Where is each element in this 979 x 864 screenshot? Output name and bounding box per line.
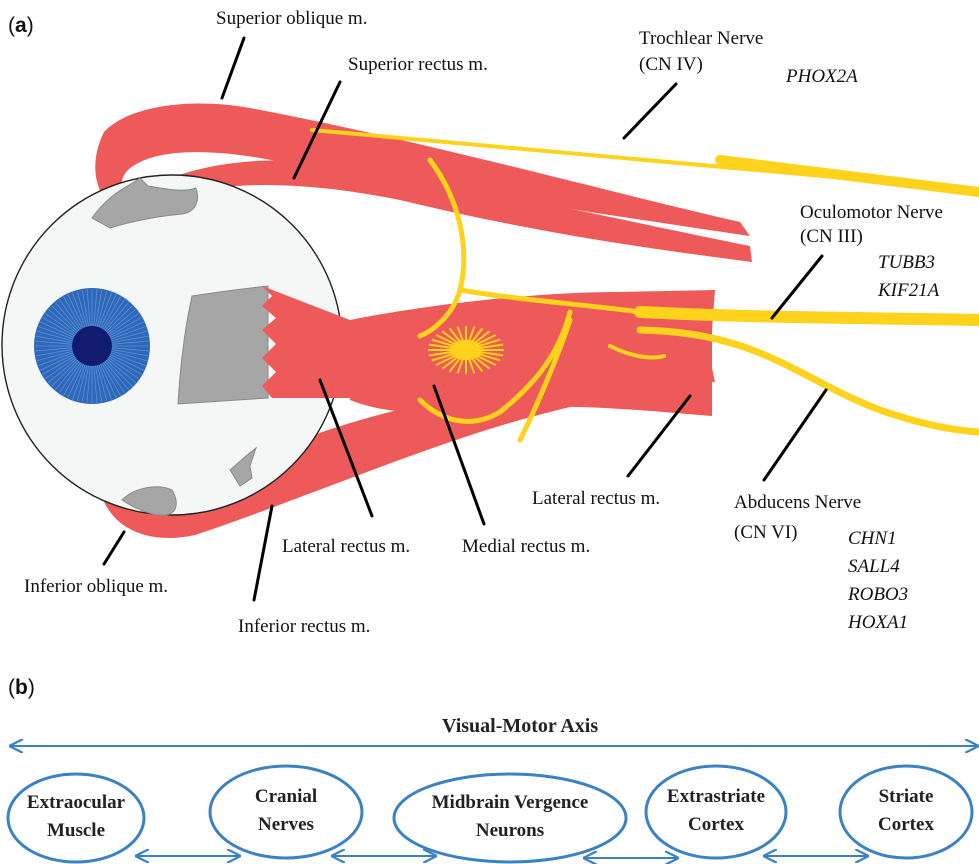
ganglion-core bbox=[450, 340, 482, 360]
node-extrastriate-line1: Extrastriate bbox=[667, 786, 765, 807]
axis-title: Visual-Motor Axis bbox=[442, 715, 598, 737]
leader-trochlear bbox=[624, 84, 676, 138]
node-extraocular-line1: Extraocular bbox=[27, 792, 126, 813]
oculomotor-nerve bbox=[640, 312, 979, 320]
node-extrastriate-cortex: Extrastriate Cortex bbox=[646, 766, 786, 858]
leader-inferior-oblique bbox=[104, 532, 124, 564]
node-cranial-nerves: Cranial Nerves bbox=[210, 766, 362, 858]
label-oculomotor-line2: (CN III) bbox=[800, 226, 863, 247]
label-medial-rectus: Medial rectus m. bbox=[462, 536, 590, 557]
panel-a-label: (a) bbox=[8, 14, 34, 37]
label-trochlear-line2: (CN IV) bbox=[639, 54, 703, 75]
label-lateral-rectus: Lateral rectus m. bbox=[282, 536, 410, 557]
label-lateral-rectus-right: Lateral rectus m. bbox=[532, 488, 660, 509]
gene-kif21a: KIF21A bbox=[877, 280, 940, 301]
leader-superior-oblique bbox=[222, 38, 244, 98]
panel-b: (b) Visual-Motor Axis Extraocular Muscle… bbox=[8, 676, 976, 862]
node-cranial-line1: Cranial bbox=[255, 786, 317, 807]
label-superior-oblique: Superior oblique m. bbox=[216, 8, 367, 29]
label-trochlear-line1: Trochlear Nerve bbox=[639, 28, 763, 49]
node-striate-line2: Cortex bbox=[878, 814, 934, 835]
node-extraocular-muscle: Extraocular Muscle bbox=[8, 774, 144, 862]
label-superior-rectus: Superior rectus m. bbox=[348, 54, 488, 75]
node-cranial-line2: Nerves bbox=[258, 814, 314, 835]
leader-inferior-rectus bbox=[254, 506, 272, 600]
label-oculomotor-line1: Oculomotor Nerve bbox=[800, 202, 943, 223]
label-inferior-rectus: Inferior rectus m. bbox=[238, 616, 370, 637]
leader-abducens bbox=[764, 390, 826, 480]
gene-chn1: CHN1 bbox=[848, 528, 897, 549]
label-inferior-oblique: Inferior oblique m. bbox=[24, 576, 168, 597]
gene-robo3: ROBO3 bbox=[847, 584, 908, 605]
node-midbrain-vergence-neurons: Midbrain Vergence Neurons bbox=[394, 774, 626, 862]
gene-sall4: SALL4 bbox=[848, 556, 900, 577]
pupil bbox=[72, 326, 112, 366]
panel-a: (a) bbox=[2, 8, 979, 637]
node-midbrain-line1: Midbrain Vergence bbox=[432, 792, 589, 813]
label-abducens-line1: Abducens Nerve bbox=[734, 492, 861, 513]
panel-b-label: (b) bbox=[8, 676, 35, 699]
gene-hoxa1: HOXA1 bbox=[847, 612, 908, 633]
gene-phox2a: PHOX2A bbox=[785, 66, 858, 87]
node-striate-line1: Striate bbox=[879, 786, 934, 807]
node-striate-cortex: Striate Cortex bbox=[840, 766, 972, 858]
node-midbrain-line2: Neurons bbox=[476, 820, 544, 841]
gene-tubb3: TUBB3 bbox=[878, 252, 935, 273]
leader-oculomotor bbox=[772, 256, 822, 318]
node-extraocular-line2: Muscle bbox=[47, 820, 105, 841]
node-extrastriate-line2: Cortex bbox=[688, 814, 744, 835]
label-abducens-line2: (CN VI) bbox=[734, 522, 798, 543]
lateral-rectus-tendon bbox=[178, 286, 268, 404]
trochlear-nerve-thick bbox=[720, 160, 979, 192]
